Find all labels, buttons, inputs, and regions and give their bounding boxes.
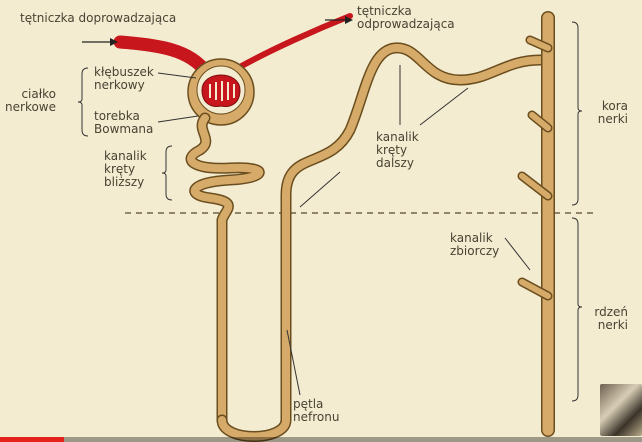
label-proximal: kanalik kręty bliższy (104, 150, 147, 189)
collecting-duct (522, 18, 548, 430)
label-efferent: tętniczka odprowadzająca (357, 5, 455, 31)
label-bowman: torebka Bowmana (94, 110, 153, 136)
video-progress-bar[interactable] (0, 437, 642, 442)
video-thumbnail[interactable] (600, 384, 642, 436)
label-afferent: tętniczka doprowadzająca (20, 12, 176, 25)
label-collecting: kanalik zbiorczy (450, 232, 499, 258)
label-corpuscle: ciałko nerkowe (4, 88, 56, 114)
glomerulus (202, 75, 240, 106)
afferent-arrow (82, 38, 118, 46)
label-medulla: rdzeń nerki (586, 306, 628, 332)
proximal-tubule (191, 118, 259, 420)
label-loop: pętla nefronu (293, 398, 339, 424)
label-glomerulus: kłębuszek nerkowy (94, 66, 154, 92)
video-progress-fill (0, 437, 64, 442)
label-distal: kanalik kręty dalszy (376, 131, 419, 170)
efferent-arteriole (238, 16, 350, 68)
label-cortex: kora nerki (586, 100, 628, 126)
